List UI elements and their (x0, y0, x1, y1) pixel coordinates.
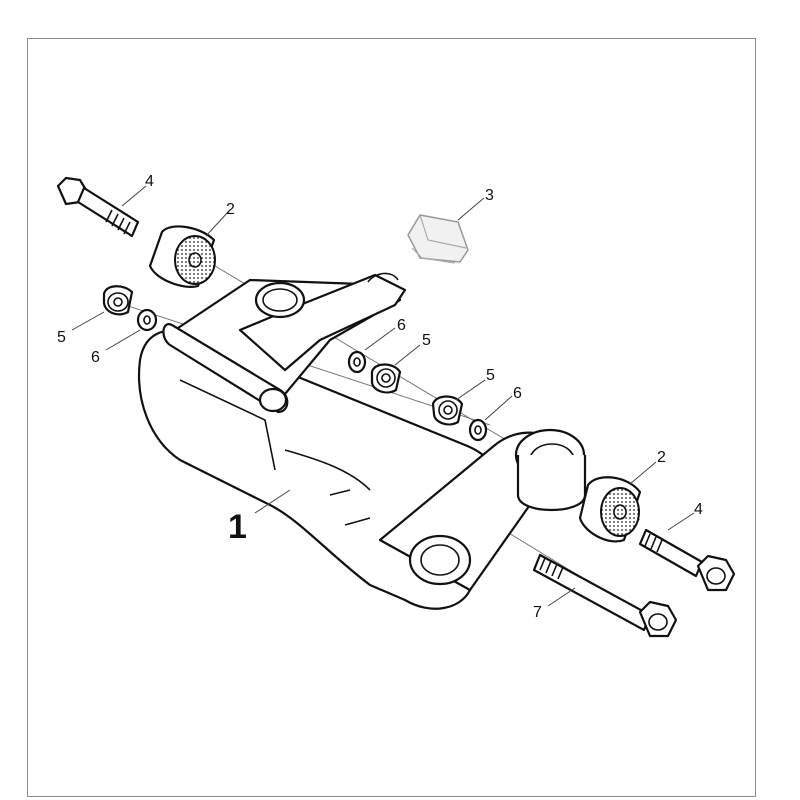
callout-rubber-block: 3 (485, 187, 494, 204)
swingarm (138, 272, 587, 610)
callout-nut-left: 5 (57, 329, 66, 346)
callout-labels: 4 2 3 5 6 6 5 5 6 2 4 7 1 (57, 173, 703, 621)
bolt-left (56, 176, 140, 238)
callout-washer-right: 6 (513, 385, 522, 402)
callout-nut-right: 5 (486, 367, 495, 384)
callout-bolt-right: 4 (694, 501, 703, 518)
nut-right (431, 395, 464, 426)
callout-washer-mid: 6 (397, 317, 406, 334)
leader-lines (71, 185, 695, 607)
callout-nut-mid: 5 (422, 332, 431, 349)
washer-left (136, 308, 158, 332)
nut-mid (370, 363, 402, 394)
rubber-block (407, 214, 469, 264)
bolt-right (638, 528, 736, 592)
washer-right (468, 418, 488, 442)
washer-mid (347, 350, 367, 374)
callout-washer-left: 6 (91, 349, 100, 366)
callout-swingarm: 1 (228, 508, 247, 546)
bushing-left (148, 225, 216, 288)
long-bolt (532, 553, 678, 638)
callout-bolt-left: 4 (145, 173, 154, 190)
nut-left (102, 285, 134, 316)
bushing-right (578, 476, 642, 543)
callout-bushing-right: 2 (657, 449, 666, 466)
callout-long-bolt: 7 (533, 604, 542, 621)
callout-bushing-left: 2 (226, 201, 235, 218)
